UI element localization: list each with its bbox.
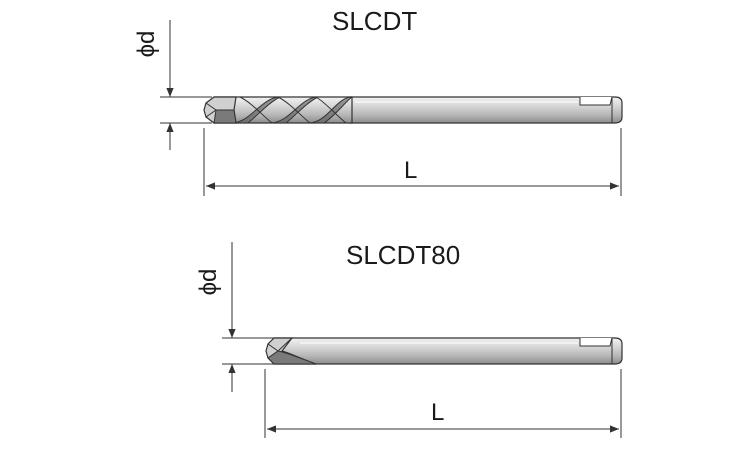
diameter-label-slcdt80: ϕd — [195, 268, 222, 296]
tip-shadow — [267, 350, 317, 365]
length-label-slcdt80: L — [431, 399, 445, 426]
tip-shadow — [213, 109, 237, 124]
flute-land-1 — [239, 96, 273, 124]
flute-groove-3 — [307, 96, 354, 124]
flute-groove-1 — [231, 96, 281, 124]
drill-slcdt — [160, 20, 623, 196]
model-title-slcdt: SLCDT — [332, 6, 418, 36]
tang-notch — [579, 96, 613, 106]
drill-shank — [349, 96, 623, 124]
flute-groove-2 — [269, 96, 319, 124]
tang-notch — [579, 337, 613, 347]
model-title-slcdt80: SLCDT80 — [346, 240, 461, 270]
flute-land-3 — [315, 96, 347, 124]
drill-slcdt80 — [222, 242, 623, 438]
flute-land-2 — [277, 96, 311, 124]
diameter-label-slcdt: ϕd — [133, 30, 160, 58]
length-label-slcdt: L — [404, 157, 418, 184]
drill-shank — [273, 337, 623, 365]
